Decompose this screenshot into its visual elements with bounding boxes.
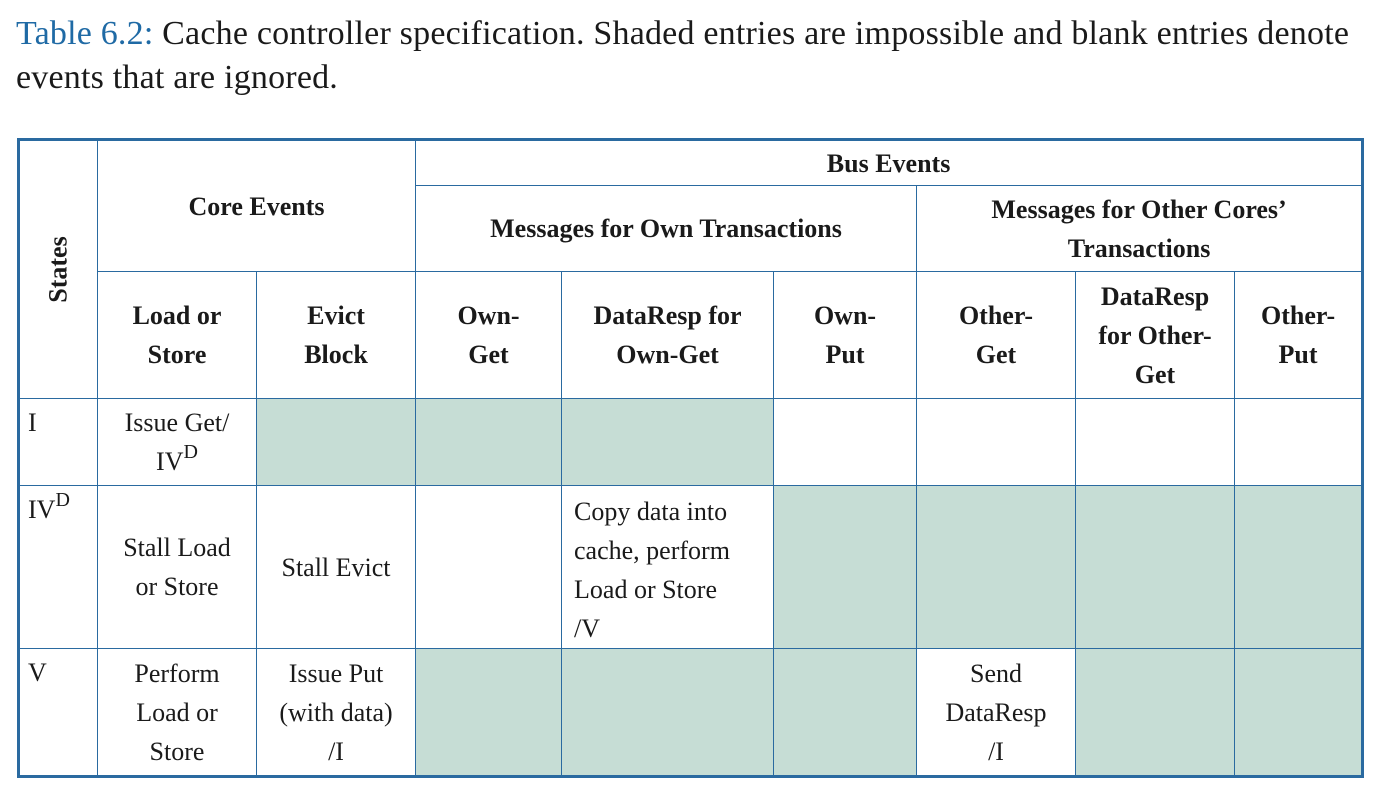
col-own-get: Own- Get <box>415 271 563 399</box>
table-row: V Perform Load or Store Issue Put (with … <box>18 648 1364 777</box>
cell-v-other-get-line1: Send <box>970 658 1023 688</box>
cell-ivd-other-get <box>916 485 1077 649</box>
own-transactions-header: Messages for Own Transactions <box>415 185 918 272</box>
core-events-header: Core Events <box>96 139 417 272</box>
states-header: States <box>44 236 73 303</box>
cell-ivd-other-put <box>1234 485 1364 649</box>
col-other-get: Other- Get <box>916 271 1077 399</box>
cell-v-other-get-line2: DataResp <box>945 697 1047 727</box>
col-dataresp-other-line3: Get <box>1134 359 1176 389</box>
cell-ivd-dataresp-line1: Copy data into <box>574 497 728 526</box>
cell-i-own-get <box>415 398 563 486</box>
state-label-v: V <box>28 658 47 687</box>
cell-ivd-own-put <box>773 485 918 649</box>
cell-i-other-get <box>916 398 1077 486</box>
bus-events-header: Bus Events <box>415 139 1364 186</box>
cell-i-own-put <box>773 398 918 486</box>
cell-i-other-put <box>1234 398 1364 486</box>
cell-ivd-dataresp-line3: Load or Store <box>574 575 717 604</box>
own-transactions-label: Messages for Own Transactions <box>490 214 842 243</box>
cell-v-dataresp-other <box>1075 648 1236 777</box>
cell-ivd-dataresp-line4: /V <box>574 614 601 643</box>
state-label-ivd-sup: D <box>55 489 70 511</box>
col-other-put-line1: Other- <box>1260 301 1336 330</box>
cell-v-load-store-line2: Load or <box>136 697 218 727</box>
table-row: IVD Stall Load or Store Stall Evict Copy… <box>18 485 1364 649</box>
cell-v-dataresp-own <box>561 648 775 777</box>
cell-i-dataresp-own <box>561 398 775 486</box>
cell-v-evict: Issue Put (with data) /I <box>255 648 417 777</box>
caption-text: Cache controller specification. Shaded e… <box>16 15 1350 96</box>
state-cell-i: I <box>18 398 98 486</box>
cell-v-load-store-line3: Store <box>149 736 205 766</box>
col-other-get-line2: Get <box>975 340 1017 369</box>
cell-i-dataresp-other <box>1075 398 1236 486</box>
col-other-get-line1: Other- <box>958 301 1034 330</box>
cell-ivd-own-get <box>415 485 563 649</box>
col-evict-line1: Evict <box>307 301 365 330</box>
cell-i-load-store-line2: IV <box>156 447 184 476</box>
cell-v-own-get <box>415 648 563 777</box>
state-cell-v: V <box>18 648 98 777</box>
cell-v-other-put <box>1234 648 1364 777</box>
states-header-cell: States <box>18 139 98 399</box>
col-evict-block: Evict Block <box>255 271 417 399</box>
state-label-ivd: IV <box>28 495 56 524</box>
col-dataresp-own-get: DataResp for Own-Get <box>561 271 775 399</box>
col-load-store-line1: Load or <box>132 301 222 330</box>
state-label-i: I <box>28 408 37 437</box>
cell-ivd-load-store-line1: Stall Load <box>123 533 231 562</box>
cell-v-evict-line1: Issue Put <box>288 658 384 688</box>
col-own-put-line2: Put <box>825 340 865 369</box>
cell-ivd-dataresp-other <box>1075 485 1236 649</box>
col-dataresp-own-line2: Own-Get <box>616 340 719 369</box>
col-dataresp-own-line1: DataResp for <box>593 301 742 330</box>
cell-ivd-load-store: Stall Load or Store <box>97 485 257 649</box>
col-dataresp-other-line2: for Other- <box>1098 320 1212 350</box>
cache-controller-table: States Core Events Bus Events Messages f… <box>17 138 1365 778</box>
state-cell-ivd: IVD <box>18 485 98 649</box>
col-evict-line2: Block <box>304 340 368 369</box>
table-caption: Table 6.2: Cache controller specificatio… <box>16 12 1361 100</box>
core-events-label: Core Events <box>188 192 325 221</box>
col-other-put-line2: Put <box>1278 340 1318 369</box>
cell-i-evict <box>255 398 417 486</box>
col-other-put: Other- Put <box>1234 271 1364 399</box>
bus-events-label: Bus Events <box>826 148 951 178</box>
cell-i-load-store: Issue Get/ IVD <box>97 398 257 486</box>
cell-v-own-put <box>773 648 918 777</box>
cell-ivd-dataresp-own: Copy data into cache, perform Load or St… <box>561 485 775 649</box>
col-own-get-line2: Get <box>468 340 509 369</box>
table-row: I Issue Get/ IVD <box>18 398 1364 486</box>
cell-v-other-get-line3: /I <box>988 736 1004 766</box>
col-own-put: Own- Put <box>773 271 918 399</box>
cell-v-evict-line3: /I <box>328 736 344 766</box>
cell-i-load-store-sup: D <box>183 441 198 463</box>
cell-i-load-store-line1: Issue Get/ <box>124 408 230 437</box>
cell-v-load-store-line1: Perform <box>134 658 220 688</box>
col-load-store: Load or Store <box>97 271 257 399</box>
cell-ivd-evict: Stall Evict <box>255 485 417 649</box>
col-dataresp-other-get: DataResp for Other- Get <box>1075 271 1236 399</box>
col-own-get-line1: Own- <box>457 301 520 330</box>
cell-ivd-load-store-line2: or Store <box>135 572 219 601</box>
other-transactions-label-line2: Transactions <box>1067 233 1211 263</box>
other-transactions-header: Messages for Other Cores’ Transactions <box>916 185 1364 272</box>
cell-v-evict-line2: (with data) <box>279 697 393 727</box>
cell-v-other-get: Send DataResp /I <box>916 648 1077 777</box>
col-load-store-line2: Store <box>147 340 207 369</box>
cell-v-load-store: Perform Load or Store <box>97 648 257 777</box>
cell-ivd-dataresp-line2: cache, perform <box>574 536 730 565</box>
other-transactions-label-line1: Messages for Other Cores’ <box>991 194 1287 224</box>
caption-label: Table 6.2: <box>16 15 154 52</box>
col-own-put-line1: Own- <box>813 301 877 330</box>
col-dataresp-other-line1: DataResp <box>1100 281 1210 311</box>
cell-ivd-evict-text: Stall Evict <box>281 552 391 582</box>
